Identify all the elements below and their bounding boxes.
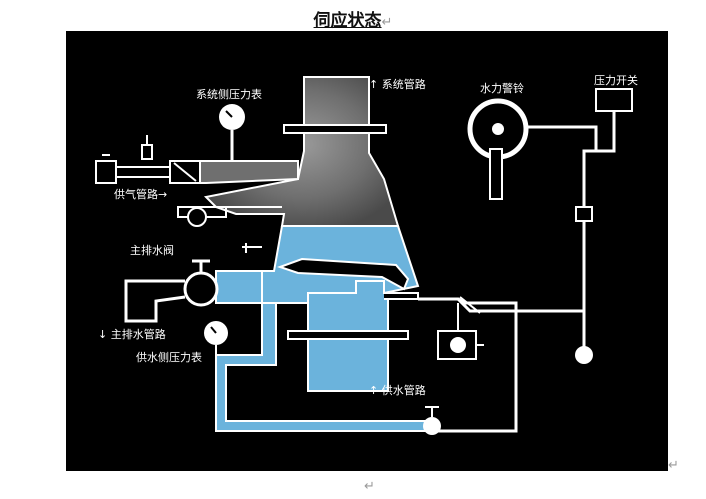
label-main-drain-valve: 主排水阀: [130, 244, 174, 257]
system-pipe-flange: [283, 124, 387, 134]
paragraph-mark-figure: ↵: [668, 458, 679, 473]
pressure-switch-box: [595, 88, 633, 112]
main-drain-valve-body: [183, 271, 219, 307]
label-system-gauge: 系统侧压力表: [196, 88, 262, 101]
supply-valve: [423, 417, 441, 435]
label-supply-pipe: ↑ 供水管路: [369, 384, 426, 397]
label-main-drain-pipe-text: 主排水管路: [110, 328, 166, 341]
valve-diagram-graphic: [95, 76, 633, 435]
label-supply-gauge: 供水侧压力表: [136, 351, 202, 364]
label-air-supply-pipe-text: 供气管路: [114, 188, 158, 201]
alarm-line: [384, 292, 419, 300]
main-drain-pipe: [124, 279, 186, 323]
label-pressure-switch: 压力开关: [594, 74, 638, 87]
label-system-pipe-text: 系统管路: [381, 78, 426, 91]
valve-diagram: 系统侧压力表 ↑ 系统管路 水力警铃 压力开关 供气管路→ 主排水阀 ↓ 主排水…: [66, 31, 668, 471]
supply-flange: [287, 330, 409, 340]
air-drain-valve: [187, 207, 207, 227]
label-air-supply-pipe: 供气管路→: [114, 188, 168, 201]
label-supply-pipe-text: 供水管路: [381, 384, 426, 397]
paragraph-mark-bottom: ↵: [364, 479, 375, 494]
clapper: [276, 257, 410, 291]
title-text: 伺应状态: [313, 11, 382, 31]
label-system-pipe: ↑ 系统管路: [369, 78, 426, 91]
label-water-bell: 水力警铃: [480, 82, 524, 95]
drain-water-path: [215, 270, 263, 304]
air-supply-valve: [95, 160, 117, 184]
test-valve: [575, 346, 593, 364]
document-title: 伺应状态↵: [0, 6, 706, 31]
paragraph-mark: ↵: [381, 15, 393, 30]
label-main-drain-pipe: ↓ 主排水管路: [98, 328, 166, 341]
